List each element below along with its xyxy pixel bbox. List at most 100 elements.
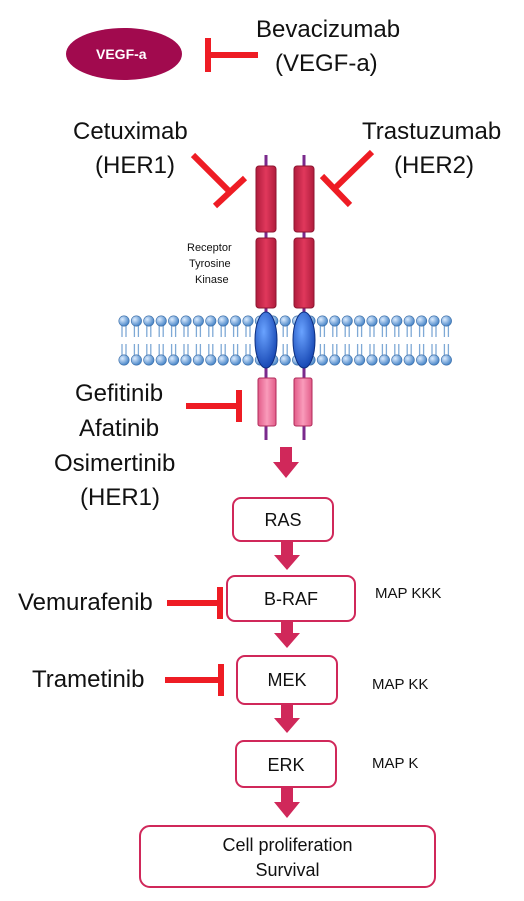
lipid-head	[205, 315, 217, 327]
lipid-tails	[344, 325, 350, 356]
lipid-head	[416, 315, 428, 327]
lipid-head	[180, 354, 192, 366]
lipid-tails	[232, 325, 239, 356]
receptor-label-line-1: Receptor	[187, 242, 232, 254]
lipid-head	[192, 315, 204, 327]
lipid-head	[416, 354, 428, 366]
cetuximab-inhibitor-icon	[190, 152, 248, 209]
lipid-tails	[394, 325, 400, 356]
lipid-tails	[443, 325, 450, 356]
lipid-head	[143, 315, 155, 327]
down-arrow-icon	[273, 447, 299, 478]
outcome-line-2: Survival	[255, 860, 320, 880]
trametinib-inhibitor-icon	[165, 664, 224, 696]
lipid-head	[391, 315, 403, 327]
cell-membrane-bilayer	[118, 315, 452, 366]
trastuzumab-inhibitor-icon	[319, 149, 375, 208]
braf-box	[226, 575, 356, 622]
vemurafenib-label: Vemurafenib	[18, 589, 153, 616]
down-arrow-icon	[274, 542, 300, 570]
lipid-tails	[121, 325, 127, 356]
vemurafenib-inhibitor-icon	[167, 587, 223, 619]
lipid-head	[130, 354, 142, 366]
lipid-tails	[208, 325, 214, 356]
down-arrow-icon	[274, 788, 300, 818]
lipid-head	[316, 354, 328, 366]
osimertinib-label: Osimertinib	[54, 450, 176, 477]
lipid-head	[242, 354, 254, 366]
bevacizumab-target: (VEGF-a)	[275, 50, 378, 77]
lipid-head	[440, 354, 452, 366]
lipid-head	[155, 315, 167, 327]
lipid-head	[403, 354, 415, 366]
lipid-tails	[195, 325, 202, 356]
lipid-head	[354, 354, 366, 366]
lipid-head	[329, 354, 341, 366]
lipid-tails	[356, 325, 363, 356]
lipid-head	[378, 354, 390, 366]
lipid-head	[143, 354, 155, 366]
lipid-tails	[170, 325, 177, 356]
lipid-head	[440, 315, 452, 327]
lipid-tails	[133, 325, 140, 356]
lipid-head	[366, 354, 378, 366]
lipid-tails	[369, 325, 375, 356]
cetuximab-label: Cetuximab	[73, 118, 188, 145]
lipid-head	[192, 354, 204, 366]
lipid-head	[118, 315, 130, 327]
mek-box	[236, 655, 338, 705]
bevacizumab-label: Bevacizumab	[256, 16, 401, 43]
lipid-head	[329, 315, 341, 327]
lipid-head	[428, 354, 440, 366]
lipid-head	[316, 315, 328, 327]
lipid-head	[118, 354, 130, 366]
trastuzumab-target: (HER2)	[394, 152, 475, 179]
cetuximab-target: (HER1)	[95, 152, 176, 179]
trametinib-label: Trametinib	[32, 666, 145, 693]
lipid-head	[403, 315, 415, 327]
receptor-label-line-2: Tyrosine	[189, 258, 231, 270]
lipid-tails	[146, 325, 152, 356]
mek-label: MEK	[267, 670, 307, 690]
bevacizumab-inhibitor-icon	[205, 38, 258, 72]
lipid-tails	[332, 325, 338, 356]
lipid-head	[279, 315, 291, 327]
lipid-head	[168, 315, 180, 327]
afatinib-label: Afatinib	[79, 415, 160, 442]
erk-box	[235, 740, 337, 788]
ras-box	[232, 497, 334, 542]
map-kkk-label: MAP KKK	[375, 585, 442, 602]
lipid-tails	[319, 325, 326, 356]
lipid-tails	[431, 325, 437, 356]
lipid-head	[428, 315, 440, 327]
braf-label: B-RAF	[264, 589, 318, 609]
lipid-head	[354, 315, 366, 327]
lipid-head	[217, 315, 229, 327]
lipid-head	[130, 315, 142, 327]
map-kk-label: MAP KK	[372, 676, 429, 693]
down-arrow-icon	[274, 621, 300, 648]
lipid-tails	[418, 325, 425, 356]
receptor-extracellular-domains	[255, 165, 315, 309]
down-arrow-icon	[274, 705, 300, 733]
lipid-head	[205, 354, 217, 366]
lipid-head	[391, 354, 403, 366]
lipid-tails	[381, 325, 388, 356]
trastuzumab-label: Trastuzumab	[362, 118, 502, 145]
receptor-label-line-3: Kinase	[195, 274, 229, 286]
erk-label: ERK	[267, 755, 305, 775]
lipid-head	[217, 354, 229, 366]
lipid-tails	[245, 325, 251, 356]
lipid-head	[230, 354, 242, 366]
lipid-head	[180, 315, 192, 327]
lipid-tails	[220, 325, 226, 356]
lipid-head	[366, 315, 378, 327]
lipid-head	[230, 315, 242, 327]
outcome-line-1: Cell proliferation	[222, 835, 353, 855]
map-k-label: MAP K	[372, 755, 419, 772]
lipid-head	[242, 315, 254, 327]
vegf-a-label: VEGF-a	[96, 46, 147, 62]
lipid-tails	[183, 325, 189, 356]
ras-label: RAS	[264, 510, 302, 530]
